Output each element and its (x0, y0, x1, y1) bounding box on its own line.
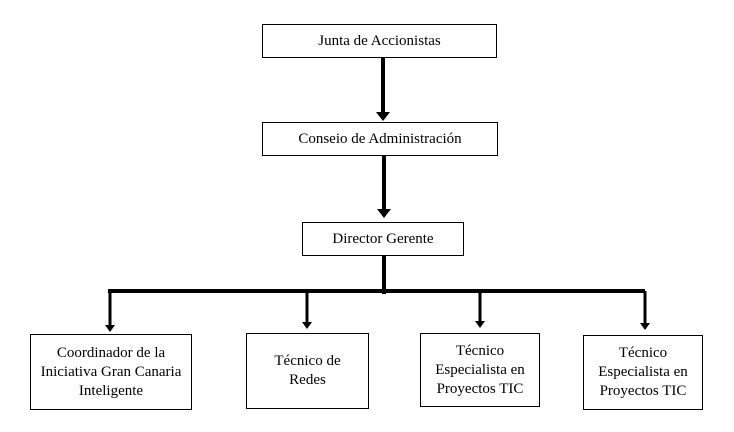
node-coordinador: Coordinador de la Iniciativa Gran Canari… (30, 334, 192, 410)
node-tecnico-especialista-tic-1: Técnico Especialista en Proyectos TIC (420, 333, 540, 407)
node-label-tecnico-tic-1: Técnico Especialista en Proyectos TIC (435, 342, 525, 397)
arrowhead-tecnico-tic-2 (640, 323, 650, 330)
node-label-director: Director Gerente (332, 230, 434, 247)
node-tecnico-de-redes: Técnico de Redes (246, 333, 369, 409)
node-label-coordinador: Coordinador de la Iniciativa Gran Canari… (40, 344, 182, 399)
node-junta-de-accionistas: Junta de Accionistas (262, 24, 497, 58)
node-label-junta: Junta de Accionistas (318, 32, 441, 49)
node-tecnico-especialista-tic-2: Técnico Especialista en Proyectos TIC (583, 335, 703, 410)
node-label-consejo: Conseio de Administración (298, 130, 462, 147)
arrowhead-tecnico-redes (302, 322, 312, 329)
arrowhead-coordinador (105, 325, 115, 332)
node-label-tecnico-redes: Técnico de Redes (274, 353, 341, 388)
node-label-tecnico-tic-2: Técnico Especialista en Proyectos TIC (598, 345, 688, 399)
arrowhead-tecnico-tic-1 (475, 321, 485, 328)
arrowhead-consejo (376, 112, 390, 121)
arrowhead-director (377, 209, 391, 218)
node-consejo-de-administracion: Conseio de Administración (262, 122, 498, 156)
node-director-gerente: Director Gerente (302, 222, 464, 256)
